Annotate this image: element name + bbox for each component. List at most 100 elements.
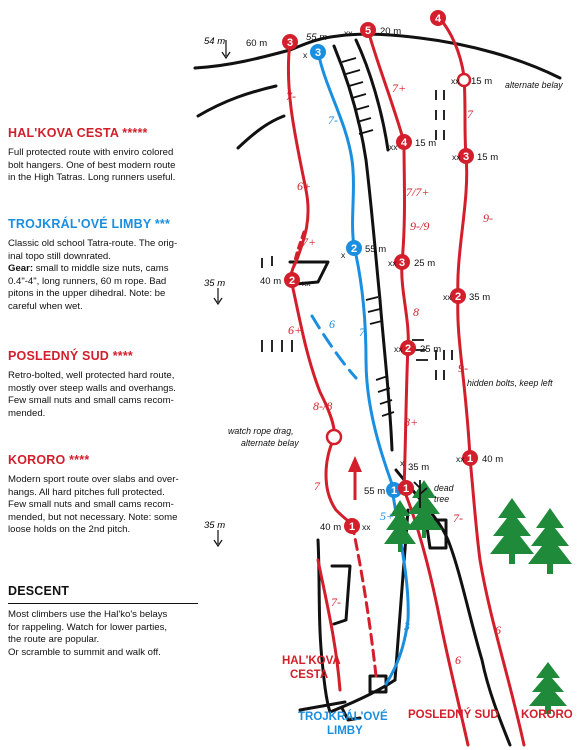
belay-kororo-4: 4 <box>430 10 446 26</box>
belay-trojkral-3: 3 <box>310 44 326 60</box>
grade-label: 7- <box>453 511 463 525</box>
belay-trojkral-1: 1 <box>386 482 402 498</box>
belay-posledny-2: 2 <box>400 340 416 356</box>
grade-label: 7 <box>359 325 366 339</box>
svg-text:x: x <box>341 250 346 260</box>
note-hidden-bolts: hidden bolts, keep left <box>467 378 553 388</box>
note-alternate-belay: alternate belay <box>505 80 563 90</box>
grade-label: 6 <box>495 623 501 637</box>
section-title: POSLEDNÝ SUD **** <box>8 349 133 363</box>
belay-posledny-4: 4 <box>396 134 412 150</box>
svg-text:4: 4 <box>435 13 442 25</box>
section-trojkralove-limby: TROJKRÁL'OVÉ LIMBY *** Classic old schoo… <box>8 217 213 314</box>
distance-labels: 60 m 55 m 20 m 15 m 15 m 15 m 55 m 25 m … <box>246 26 503 533</box>
section-descent: DESCENT Most climbers use the Hal'ko's b… <box>8 584 213 659</box>
svg-text:x: x <box>303 50 308 60</box>
svg-text:1: 1 <box>403 483 409 495</box>
tree-icon <box>384 500 416 552</box>
svg-text:5: 5 <box>365 25 371 37</box>
scale-label: 54 m <box>204 36 225 47</box>
distance-label: 15 m <box>471 76 492 87</box>
grade-label: 9- <box>458 361 468 375</box>
svg-text:xx: xx <box>394 344 403 354</box>
grade-label: 3 <box>403 619 410 633</box>
svg-text:xx: xx <box>362 522 371 532</box>
svg-text:xx: xx <box>388 258 397 268</box>
svg-text:xx: xx <box>451 76 460 86</box>
svg-text:xx: xx <box>302 278 311 288</box>
grade-label: 7+ <box>392 81 406 95</box>
grade-label: 5+ <box>380 509 394 523</box>
gear-text: small to middle size nuts, cams 0.4"-4",… <box>8 263 169 312</box>
distance-label: 40 m <box>320 522 341 533</box>
section-title: DESCENT <box>8 584 70 598</box>
dead-tree-icon <box>413 480 428 508</box>
distance-label: 15 m <box>477 152 498 163</box>
note-dead-tree: tree <box>434 494 449 504</box>
svg-text:3: 3 <box>463 151 469 163</box>
grade-label: 9-/9 <box>410 219 429 233</box>
route-name-posledny: POSLEDNÝ SUD <box>408 708 499 721</box>
grade-label: 6 <box>455 653 461 667</box>
svg-text:1: 1 <box>467 453 473 465</box>
tree-icon <box>529 662 567 714</box>
alternate-belay-ring <box>325 428 343 446</box>
belay-markers: 3 2 1 3 2 1 5 4 3 2 1 4 3 2 1 <box>282 10 478 534</box>
distance-label: 55 m <box>306 32 327 43</box>
distance-label: 60 m <box>246 38 267 49</box>
route-name-trojkral: LIMBY <box>327 725 363 737</box>
grade-label: 6 <box>329 317 335 331</box>
section-kororo: KORORO **** Modern sport route over slab… <box>8 453 213 537</box>
distance-label: 55 m <box>365 244 386 255</box>
section-title: HAL'KOVA CESTA ***** <box>8 126 148 140</box>
tree-icon <box>490 498 534 564</box>
route-name-halkova: HAL'KOVA <box>282 655 341 667</box>
svg-text:4: 4 <box>401 137 408 149</box>
section-title: KORORO **** <box>8 453 90 467</box>
svg-text:xx: xx <box>344 28 353 38</box>
svg-text:x: x <box>400 458 405 468</box>
route-name-labels: HAL'KOVA CESTA TROJKRÁL'OVÉ LIMBY POSLED… <box>282 655 573 737</box>
belay-halkova-3: 3 <box>282 34 298 50</box>
route-start-arrow <box>348 456 362 500</box>
alternate-belay-ring <box>456 72 472 88</box>
grade-label: 7 <box>314 479 321 493</box>
distance-label: 25 m <box>420 344 441 355</box>
svg-text:xx: xx <box>456 454 465 464</box>
overhang-hatching <box>261 57 453 417</box>
grade-label: 8+ <box>404 415 418 429</box>
grade-label: 7- <box>331 595 341 609</box>
grade-label: 7 <box>467 107 474 121</box>
distance-label: 25 m <box>414 258 435 269</box>
belay-kororo-2: 2 <box>450 288 466 304</box>
route-name-kororo: KORORO <box>521 709 573 721</box>
belay-halkova-1: 1 <box>344 518 360 534</box>
scale-label: 35 m <box>204 278 225 289</box>
topo-notes: alternate belay hidden bolts, keep left … <box>228 80 563 504</box>
grade-label: 6+ <box>297 179 311 193</box>
note-watch-rope: watch rope drag, <box>228 426 294 436</box>
section-description: Full protected route with enviro colored… <box>8 147 176 184</box>
section-posledny-sud: POSLEDNÝ SUD **** Retro-bolted, well pro… <box>8 349 213 420</box>
alternate-belay-rings <box>325 72 472 446</box>
distance-label: 15 m <box>415 138 436 149</box>
distance-label: 40 m <box>260 276 281 287</box>
belay-kororo-3: 3 <box>458 148 474 164</box>
svg-text:2: 2 <box>455 291 461 303</box>
svg-text:xx: xx <box>389 142 398 152</box>
svg-text:2: 2 <box>289 275 295 287</box>
svg-text:1: 1 <box>391 485 397 497</box>
belay-posledny-5: 5 <box>360 22 376 38</box>
distance-label: 40 m <box>482 454 503 465</box>
description-text: Classic old school Tatra-route. The orig… <box>8 238 178 262</box>
section-description: Retro-bolted, well protected hard route,… <box>8 370 176 419</box>
grade-label: 9- <box>483 211 493 225</box>
gear-label: Gear: <box>8 263 34 275</box>
grade-label: 7/7+ <box>406 185 429 199</box>
distance-label: 20 m <box>380 26 401 37</box>
grade-label: 7+ <box>302 235 316 249</box>
svg-text:3: 3 <box>399 257 405 269</box>
grade-label: 7- <box>328 113 338 127</box>
svg-text:2: 2 <box>351 243 357 255</box>
